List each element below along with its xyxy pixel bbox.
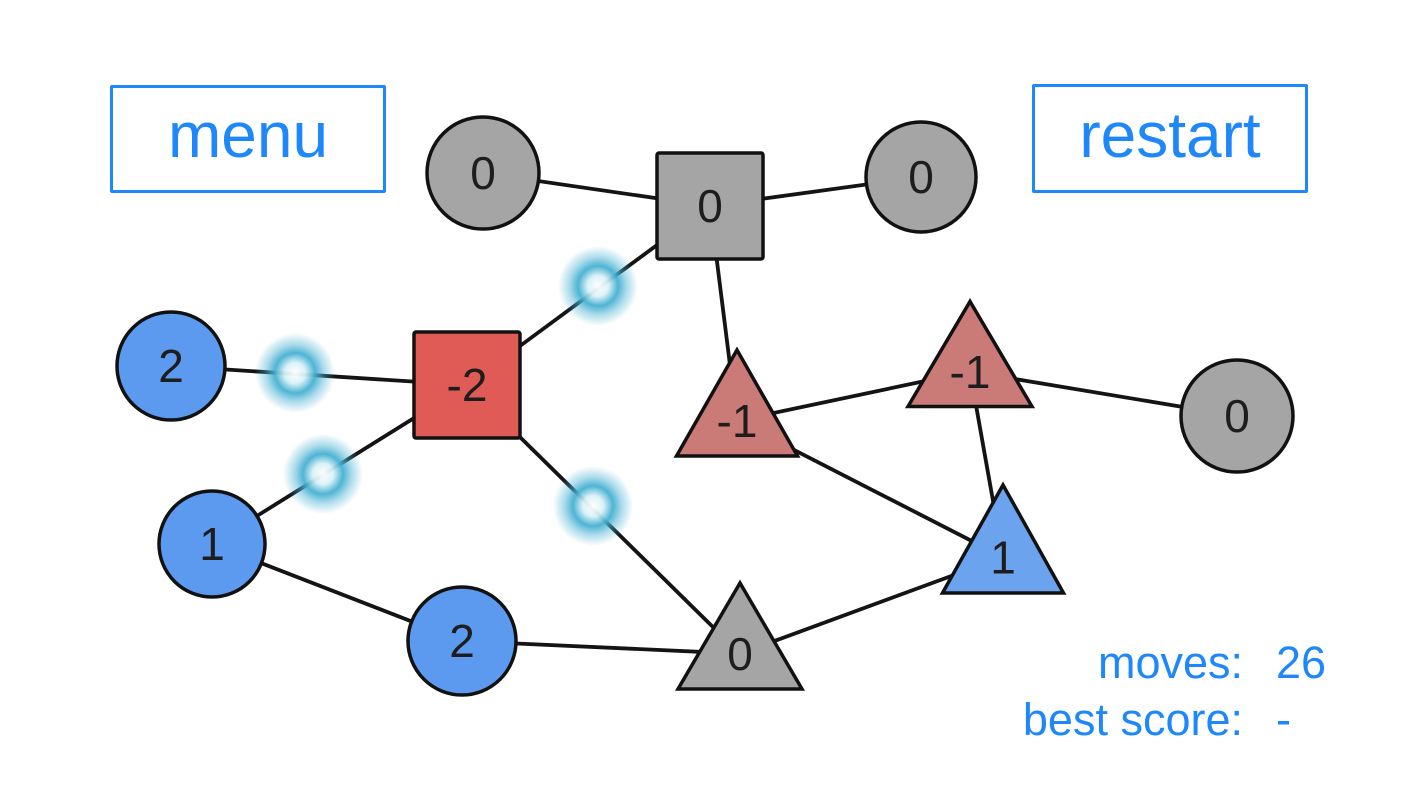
node-label: 2 bbox=[158, 340, 184, 392]
node-circle-2-bottom[interactable] bbox=[406, 585, 518, 697]
best-score-label: best score: bbox=[1022, 694, 1243, 745]
node-square-0-top[interactable] bbox=[655, 151, 765, 261]
node-label: -1 bbox=[950, 346, 991, 398]
edge-glow-dot[interactable] bbox=[255, 333, 335, 413]
edge-glow-dot[interactable] bbox=[283, 434, 363, 514]
node-label: -2 bbox=[447, 359, 488, 411]
edge-glow-dot[interactable] bbox=[553, 466, 633, 546]
moves-value: 26 bbox=[1276, 637, 1327, 688]
node-triangle-neg1-right[interactable] bbox=[904, 298, 1036, 409]
node-triangle-neg1-center[interactable] bbox=[673, 346, 801, 458]
score-panel: moves: 26 best score: - bbox=[1023, 634, 1332, 748]
node-label: 0 bbox=[470, 147, 496, 199]
node-circle-2-left[interactable] bbox=[115, 310, 227, 422]
nodes-layer: 0 0 0 2 -2 -1 -1 0 1 1 2 0 bbox=[115, 115, 1295, 697]
node-circle-0-top-right[interactable] bbox=[864, 120, 978, 234]
node-label: 0 bbox=[727, 628, 753, 680]
menu-button[interactable]: menu bbox=[110, 85, 386, 193]
node-circle-0-right[interactable] bbox=[1179, 358, 1295, 474]
node-triangle-1-right[interactable] bbox=[939, 481, 1067, 595]
moves-label: moves: bbox=[1097, 637, 1243, 688]
node-triangle-0-bottom[interactable] bbox=[674, 579, 806, 691]
node-circle-0-top-left[interactable] bbox=[425, 115, 541, 231]
node-label: 1 bbox=[199, 518, 225, 570]
node-label: 0 bbox=[1224, 390, 1250, 442]
node-label: 0 bbox=[697, 180, 723, 232]
node-circle-1-left[interactable] bbox=[157, 489, 267, 599]
node-label: 1 bbox=[990, 531, 1016, 583]
node-label: 0 bbox=[908, 151, 934, 203]
glows-layer bbox=[255, 246, 638, 546]
restart-button[interactable]: restart bbox=[1032, 84, 1308, 193]
node-square-neg2-center[interactable] bbox=[412, 330, 522, 440]
node-label: 2 bbox=[449, 615, 475, 667]
best-score-value: - bbox=[1276, 694, 1291, 745]
node-label: -1 bbox=[717, 395, 758, 447]
edge-glow-dot[interactable] bbox=[558, 246, 638, 326]
